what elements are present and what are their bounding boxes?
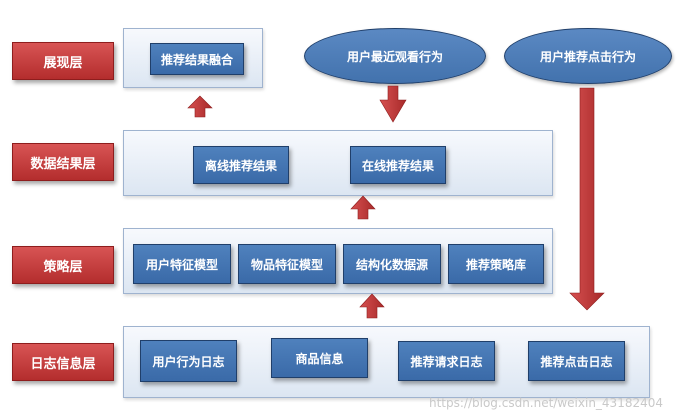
recommend-click-behavior-ellipse: 用户推荐点击行为 <box>504 28 672 84</box>
layer-label-display: 展现层 <box>12 42 114 80</box>
watermark: https://blog.csdn.net/weixin_43182404 <box>428 396 663 410</box>
down-arrow-icon <box>379 85 407 123</box>
user-behavior-log-box: 用户行为日志 <box>140 340 237 382</box>
structured-source-box: 结构化数据源 <box>343 244 441 284</box>
layer-label-strategy: 策略层 <box>12 246 114 284</box>
strategy-library-box: 推荐策略库 <box>448 244 544 284</box>
up-arrow-icon <box>187 95 213 118</box>
click-log-box: 推荐点击日志 <box>528 341 625 381</box>
product-info-box: 商品信息 <box>271 338 368 378</box>
request-log-box: 推荐请求日志 <box>398 341 495 381</box>
recommend-fusion-box: 推荐结果融合 <box>150 43 244 75</box>
layer-label-data-result: 数据结果层 <box>12 143 114 181</box>
up-arrow-icon <box>350 195 376 220</box>
online-result-box: 在线推荐结果 <box>350 146 446 184</box>
layer-label-log-info: 日志信息层 <box>12 343 114 381</box>
offline-result-box: 离线推荐结果 <box>193 146 289 184</box>
down-arrow-icon <box>569 87 605 311</box>
item-feature-model-box: 物品特征模型 <box>238 244 336 284</box>
recent-view-behavior-ellipse: 用户最近观看行为 <box>304 28 486 84</box>
user-feature-model-box: 用户特征模型 <box>133 244 231 284</box>
up-arrow-icon <box>359 293 385 319</box>
